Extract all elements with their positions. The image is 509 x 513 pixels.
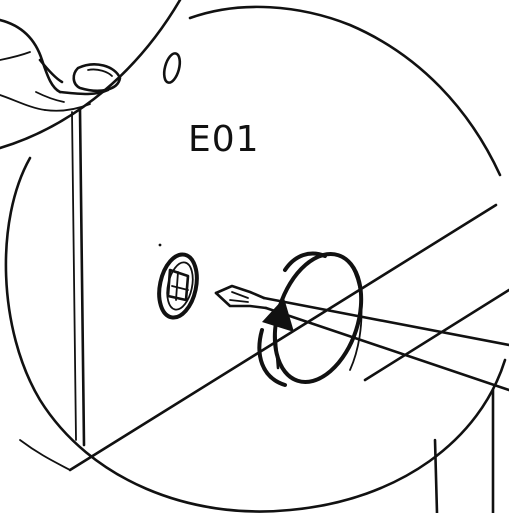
pre-drilled-hole [162,52,182,84]
part-label: E01 [188,119,260,160]
magnified-detail-circle [4,5,507,513]
rotate-counterclockwise-arrow-icon [257,251,327,387]
cabinet-panel [19,108,509,513]
screw-head-icon [157,243,199,320]
screwdriver-icon [214,284,509,392]
hand-icon [0,0,182,150]
